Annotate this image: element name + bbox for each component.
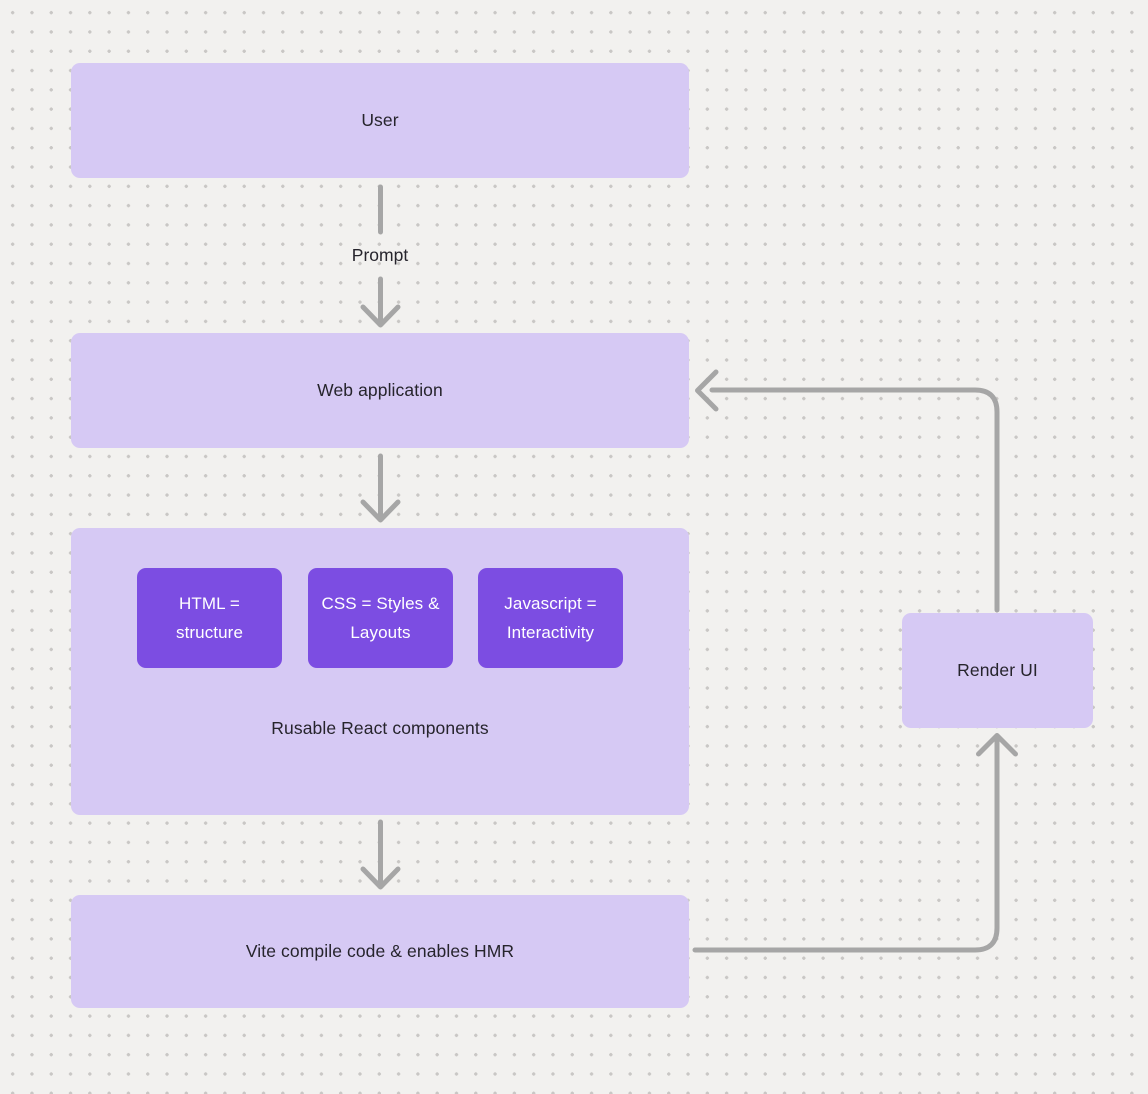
connector-vite-to-renderui <box>692 737 1000 953</box>
node-render-ui-label: Render UI <box>957 660 1038 680</box>
edge-label-prompt: Prompt <box>351 245 409 265</box>
arrowhead-up-renderui <box>976 733 1018 757</box>
chip-html-label: HTML = structure <box>175 594 244 642</box>
node-web-application: Web application <box>71 333 689 448</box>
chip-javascript: Javascript = Interactivity <box>478 568 623 668</box>
components-group-caption: Rusable React components <box>271 718 489 738</box>
arrowhead-down-webapp <box>360 304 401 328</box>
arrowhead-left-webapp <box>695 369 719 412</box>
node-components-group: HTML = structure CSS = Styles & Layouts … <box>71 528 689 815</box>
chip-css: CSS = Styles & Layouts <box>308 568 453 668</box>
node-vite-label: Vite compile code & enables HMR <box>245 941 515 961</box>
node-user: User <box>71 63 689 178</box>
chip-css-label: CSS = Styles & Layouts <box>321 594 440 642</box>
chip-javascript-label: Javascript = Interactivity <box>504 594 597 642</box>
connector-renderui-to-webapp <box>709 387 1000 613</box>
node-web-application-label: Web application <box>317 380 443 400</box>
chip-html: HTML = structure <box>137 568 282 668</box>
node-render-ui: Render UI <box>902 613 1093 728</box>
node-user-label: User <box>361 110 399 130</box>
arrowhead-down-vite <box>360 866 401 890</box>
arrowhead-down-group <box>360 499 401 523</box>
node-vite: Vite compile code & enables HMR <box>71 895 689 1008</box>
